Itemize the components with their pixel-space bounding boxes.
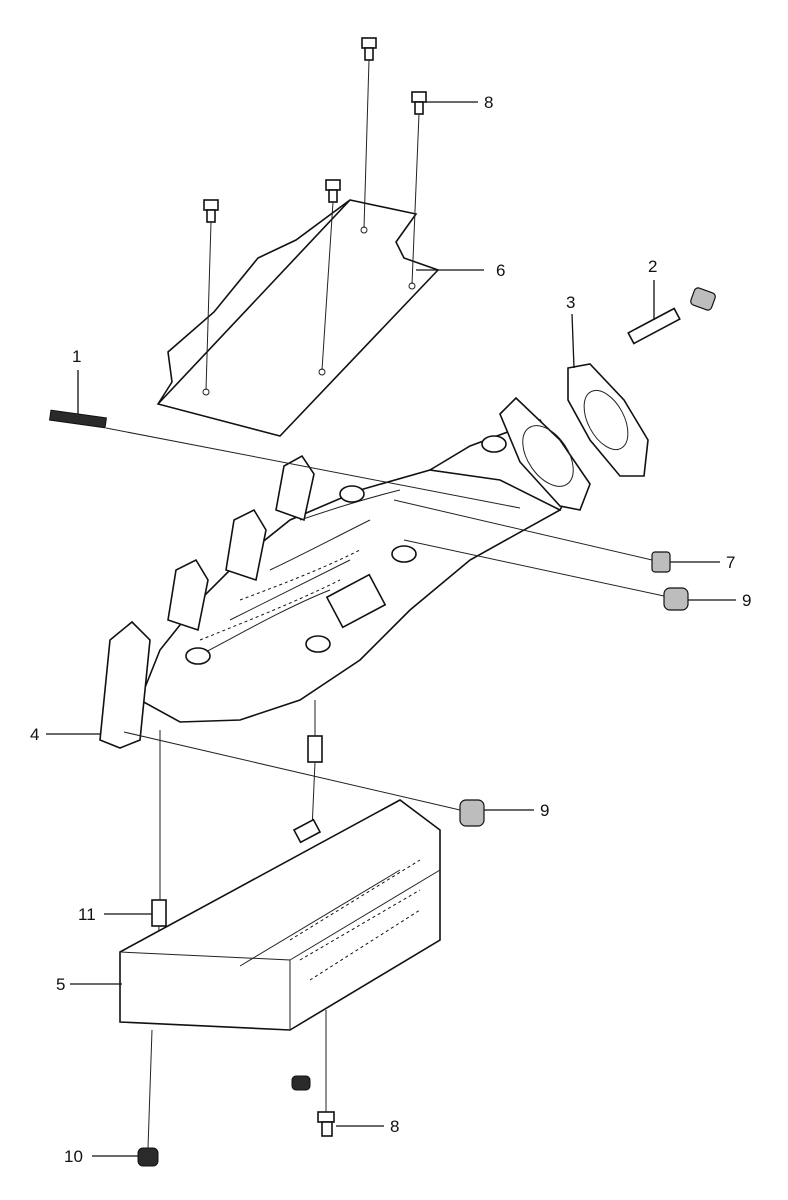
lower-heat-shield: [119, 799, 441, 1031]
manifold-nut: [403, 539, 689, 611]
stud: [49, 409, 521, 509]
callout-8-bottom: 8: [390, 1117, 399, 1136]
callout-1: 1: [72, 347, 81, 366]
shield-bolt: [411, 91, 427, 285]
outlet-bolt: [627, 287, 716, 345]
callout-3: 3: [566, 293, 575, 312]
callout-10: 10: [64, 1147, 83, 1166]
callout-2: 2: [648, 257, 657, 276]
exhaust-manifold: [99, 396, 591, 749]
spacer: [151, 730, 167, 953]
callout-4: 4: [30, 725, 39, 744]
lower-shield-bolt: [291, 1010, 335, 1137]
callout-8-top: 8: [484, 93, 493, 112]
callout-7: 7: [726, 553, 735, 572]
flange-nut: [393, 499, 671, 573]
shield-bolt: [203, 199, 219, 391]
spacer: [307, 700, 323, 831]
callout-11: 11: [78, 905, 96, 924]
callout-9-right: 9: [742, 591, 751, 610]
callout-9-lower: 9: [540, 801, 549, 820]
lower-shield-nut: [137, 1029, 159, 1167]
upper-heat-shield: [156, 199, 440, 437]
outlet-gasket: [567, 363, 649, 477]
callout-5: 5: [56, 975, 65, 994]
shield-bolt: [361, 37, 377, 229]
callout-6: 6: [496, 261, 505, 280]
manifold-nut: [123, 731, 485, 827]
shield-bolt: [321, 179, 341, 371]
